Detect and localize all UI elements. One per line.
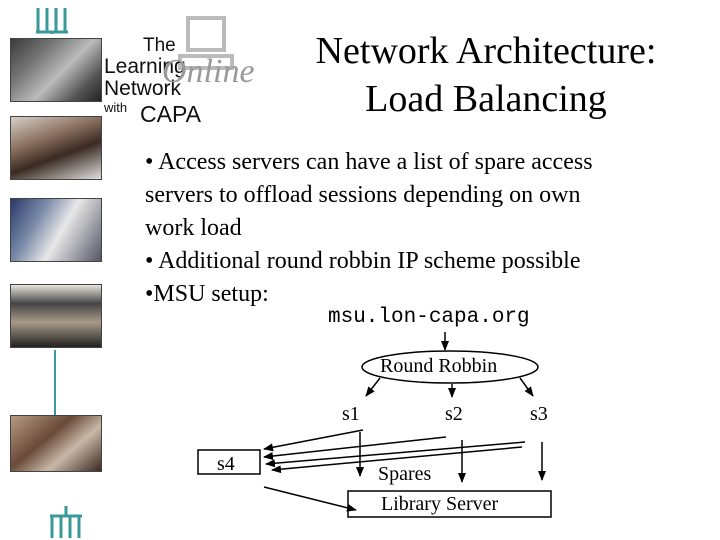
bullet-line-3: work load [145, 214, 242, 241]
round-robbin-label: Round Robbin [380, 355, 498, 377]
spares-label: Spares [378, 463, 432, 485]
student-desk-photo [10, 116, 102, 180]
logo-learning: Learning [104, 55, 186, 78]
round-robbin-ellipse [361, 350, 539, 384]
library-photo [10, 284, 102, 348]
arrow-rr-to-s3 [519, 377, 534, 397]
s2-label: s2 [445, 403, 463, 425]
bullet-line-5: •MSU setup: [145, 280, 269, 307]
student-laptop-photo [10, 38, 102, 102]
reading-photo [10, 415, 102, 472]
arrow-rr-to-s1 [365, 377, 381, 397]
library-server-label: Library Server [381, 493, 499, 515]
bullet-line-4: • Additional round robbin IP scheme poss… [145, 247, 581, 274]
s4-label: s4 [217, 453, 235, 475]
arrow-s2-to-s4 [263, 436, 447, 460]
msu-hostname: msu.lon-capa.org [328, 306, 530, 329]
s4-box [197, 449, 261, 475]
bullet-list: • Access servers can have a list of spar… [145, 146, 593, 310]
title-line-2: Load Balancing [365, 77, 607, 120]
bullet-line-1: • Access servers can have a list of spar… [145, 149, 593, 175]
antenna-icon [36, 8, 68, 34]
arrow-s3-to-s4 [265, 441, 526, 468]
logo-capa: CAPA [140, 101, 201, 127]
logo-with: with [104, 100, 128, 115]
lecture-photo [10, 198, 102, 262]
s3-label: s3 [530, 403, 548, 425]
arrow-s1-to-s4 [263, 429, 364, 452]
title-line-1: Network Architecture: [315, 30, 657, 72]
vertical-divider [54, 350, 56, 415]
arrow-s4-to-library [263, 486, 357, 512]
s1-label: s1 [342, 403, 360, 425]
slide-title: Network Architecture: Load Balancing [280, 28, 692, 123]
logo-network: Network [104, 77, 182, 100]
library-server-box [347, 490, 552, 518]
logo-online: Online [162, 53, 255, 90]
logo-the: The [143, 35, 176, 56]
antenna-bottom-icon [50, 506, 82, 538]
bullet-line-2: servers to offload sessions depending on… [145, 181, 581, 208]
arrow-s3-to-s4-b [271, 446, 523, 474]
computer-logo-icon [178, 16, 234, 70]
